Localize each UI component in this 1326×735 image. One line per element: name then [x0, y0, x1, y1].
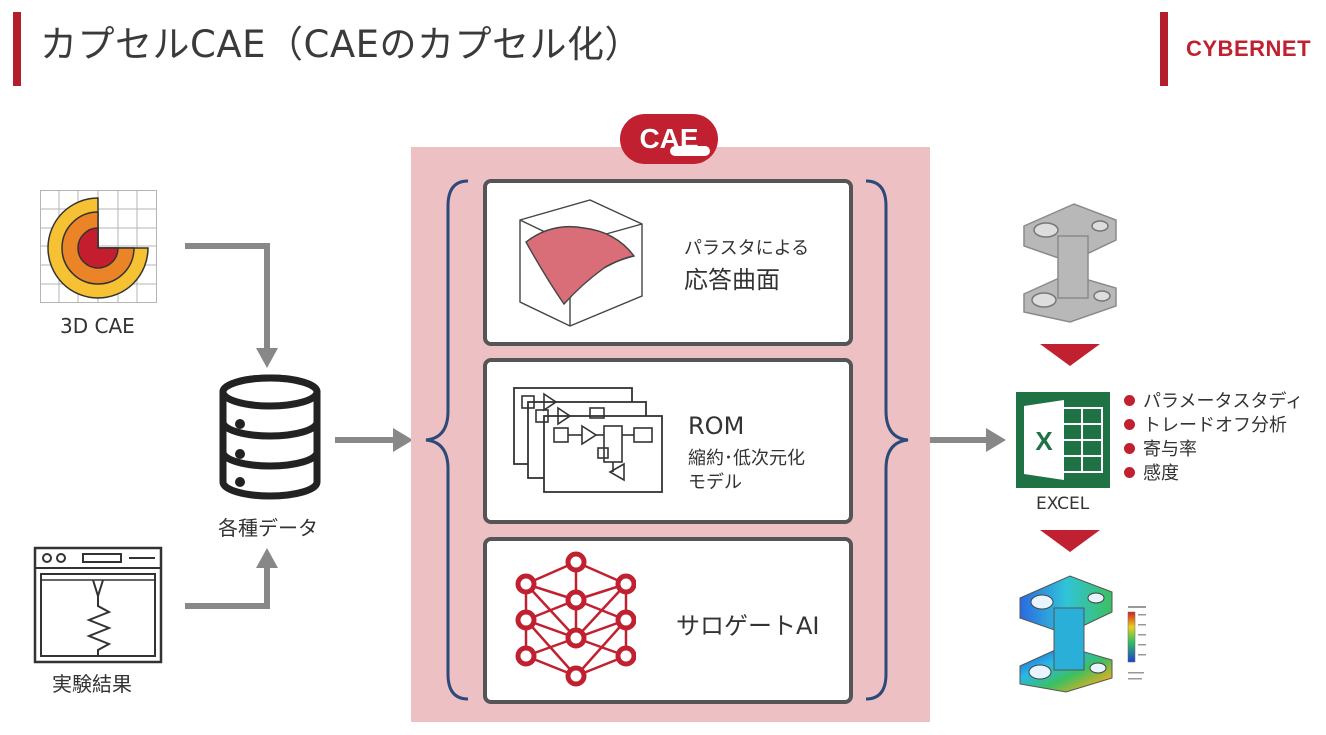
rom-title: ROM	[688, 412, 745, 440]
arrow-data-to-cae	[335, 428, 413, 452]
bracket-part-model	[1023, 203, 1117, 323]
cae-contour-icon	[40, 190, 157, 303]
stress-contour-result-image	[1019, 575, 1146, 693]
bullet-dot-icon	[1124, 466, 1135, 478]
rom-line1: 縮約･低次元化	[688, 448, 805, 469]
feature-item: パラメータスタディ	[1124, 387, 1303, 413]
svg-text:X: X	[1035, 426, 1053, 456]
bullet-dot-icon	[1124, 442, 1135, 454]
arrow-cae-to-data	[185, 243, 278, 368]
bullet-dot-icon	[1124, 394, 1135, 406]
experiment-label: 実験結果	[52, 672, 132, 696]
rom-line2: モデル	[688, 472, 742, 493]
feature-item: 寄与率	[1124, 435, 1197, 461]
brand-accent-bar	[1160, 12, 1168, 86]
surrogate-ai-box	[483, 537, 853, 704]
rsm-line2: 応答曲面	[684, 266, 780, 294]
feature-text: パラメータスタディ	[1143, 391, 1304, 412]
feature-item: トレードオフ分析	[1124, 411, 1287, 437]
ai-title: サロゲートAI	[676, 612, 820, 640]
response-surface-plot-icon	[519, 199, 643, 327]
feature-text: トレードオフ分析	[1143, 415, 1287, 436]
cae-badge: CAE	[620, 114, 718, 164]
experiment-recorder-icon	[33, 546, 163, 664]
cae3d-label: 3D CAE	[60, 314, 135, 338]
title-accent-bar	[13, 12, 21, 86]
left-brace	[425, 179, 469, 701]
arrow-cae-to-excel	[930, 428, 1006, 452]
excel-icon: X	[1016, 392, 1110, 488]
down-arrow-to-excel	[1040, 344, 1100, 366]
arrow-experiment-to-data	[185, 548, 278, 609]
bullet-dot-icon	[1124, 418, 1135, 430]
excel-label: EXCEL	[1036, 494, 1090, 514]
neural-network-icon	[515, 551, 636, 687]
feature-text: 寄与率	[1143, 439, 1197, 460]
down-arrow-to-result	[1040, 530, 1100, 552]
page-title: カプセルCAE（CAEのカプセル化）	[40, 23, 643, 66]
cae-badge-text: CAE	[639, 123, 698, 154]
feature-text: 感度	[1143, 463, 1179, 484]
block-diagram-icon	[513, 387, 663, 493]
rsm-line1: パラスタによる	[684, 238, 810, 259]
feature-item: 感度	[1124, 459, 1179, 485]
brand-logo: CYBERNET	[1186, 36, 1312, 61]
data-label: 各種データ	[218, 516, 318, 540]
database-icon	[219, 374, 321, 500]
right-brace	[865, 179, 909, 701]
